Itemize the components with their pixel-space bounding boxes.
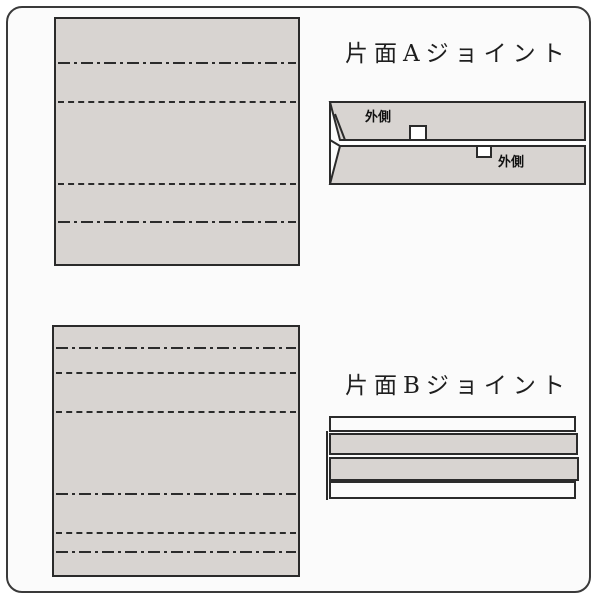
joint-a-label-outside-top: 外側 [365,110,392,125]
fold-line [56,493,296,495]
fold-line [58,62,296,64]
fold-line [56,551,296,553]
joint-b-title: 片面Bジョイント [345,373,571,399]
fold-line [58,101,296,103]
joint-a-title: 片面Aジョイント [345,41,571,67]
sheet-panel-a [54,17,300,266]
sheet-panel-b [52,325,300,577]
fold-line [56,372,296,374]
fold-line [56,532,296,534]
fold-line [58,221,296,223]
joint-a-label-outside-bottom: 外側 [498,155,525,170]
fold-line [56,347,296,349]
fold-line [58,183,296,185]
fold-line [56,411,296,413]
